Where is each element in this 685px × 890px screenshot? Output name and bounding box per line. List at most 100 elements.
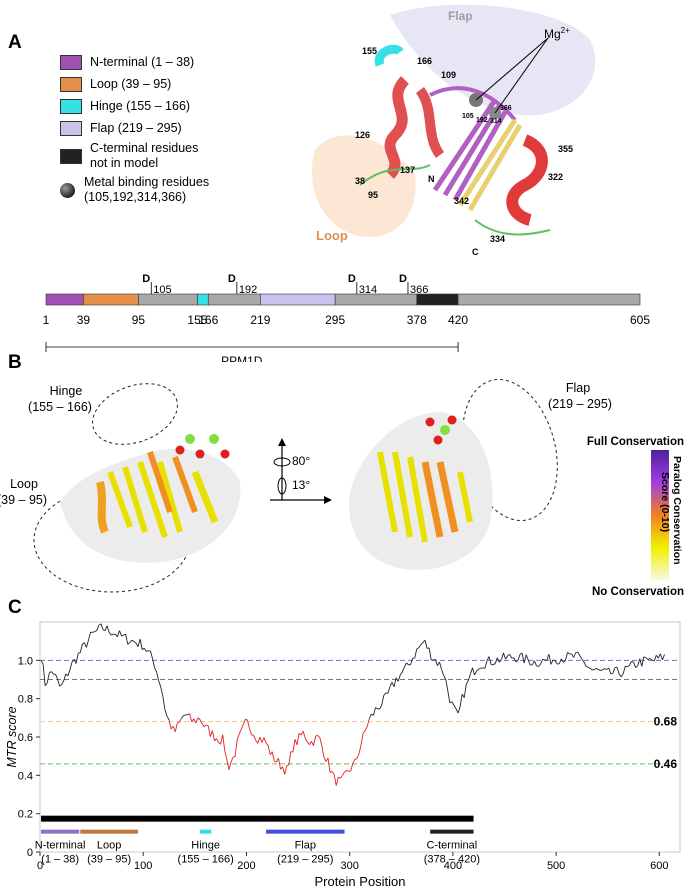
mtr-segment [498, 659, 502, 663]
rotation-icon [270, 438, 332, 504]
mtr-segment [391, 682, 395, 687]
mtr-segment [639, 658, 643, 667]
mtr-segment [618, 673, 622, 678]
mtr-segment [587, 666, 591, 669]
mtr-segment [323, 756, 327, 762]
flap-b-range: (219 – 295) [548, 397, 612, 411]
mtr-segment [96, 625, 100, 631]
mtr-segment [319, 737, 323, 746]
residue-label: 314 [490, 118, 502, 125]
mtr-segment [247, 720, 250, 729]
mtr-segment [46, 672, 50, 683]
swatch-n-terminal [60, 54, 82, 70]
mtr-segment [57, 678, 61, 687]
mtr-segment [44, 682, 48, 687]
mtr-segment [92, 631, 95, 633]
mtr-segment [368, 713, 372, 719]
domain-range: (1 – 38) [41, 854, 79, 866]
residue-label: 366 [500, 105, 512, 112]
structure-a-image: Flap Loop Mg2+ 155 166 109 105 192 314 3… [311, 4, 596, 257]
residue-label: N [428, 174, 435, 184]
mtr-segment [503, 652, 506, 660]
mtr-segment [604, 668, 607, 670]
mtr-segment [300, 730, 304, 736]
mtr-segment [164, 709, 168, 717]
mtr-segment [546, 653, 550, 661]
mtr-segment [88, 631, 92, 640]
mtr-segment [366, 718, 370, 727]
mtr-segment [340, 775, 343, 779]
mtr-segment [321, 745, 325, 757]
mtr-segment [177, 721, 180, 724]
mtr-segment [160, 686, 164, 697]
mtr-segment [655, 655, 659, 659]
mtr-segment [467, 673, 471, 681]
residue-label: 109 [441, 70, 456, 80]
mtr-segment [222, 734, 226, 751]
mtr-segment [199, 719, 203, 724]
mtr-segment [410, 658, 414, 665]
mtr-segment [245, 718, 248, 721]
mtr-segment [389, 682, 393, 687]
domain-name: N-terminal [35, 840, 86, 852]
mtr-segment [594, 668, 597, 671]
mtr-segment [211, 730, 215, 741]
mtr-segment [453, 705, 457, 709]
mtr-segment [137, 639, 141, 647]
mtr-segment [206, 724, 209, 727]
y-tick-label: 0.8 [18, 694, 33, 706]
x-tick-label: 600 [650, 860, 668, 872]
mtr-segment [403, 662, 407, 668]
flap-label: Flap [448, 9, 473, 23]
x-tick-label: 400 [444, 860, 462, 872]
residue-label: 137 [400, 165, 415, 175]
mtr-segment [73, 659, 77, 664]
domain-segment [83, 293, 139, 306]
mtr-segment [306, 741, 310, 745]
mtr-segment [358, 745, 362, 754]
mtr-segment [552, 659, 556, 662]
mtr-segment [344, 770, 347, 773]
mtr-segment [78, 652, 81, 654]
mtr-segment [257, 736, 261, 744]
mtr-segment [443, 675, 447, 680]
mtr-segment [61, 680, 65, 685]
mtr-segment [362, 730, 366, 734]
residue-label: 334 [490, 234, 505, 244]
mtr-segment [534, 660, 537, 667]
mtr-segment [133, 641, 137, 644]
mtr-segment [304, 738, 308, 743]
domain-bar-n-terminal [41, 829, 80, 834]
mtr-segment [71, 658, 75, 663]
domain-segment [260, 293, 336, 306]
legend-label: C-terminal residues [90, 141, 199, 155]
mtr-segment [659, 653, 663, 661]
mtr-segment [515, 660, 519, 663]
mtr-segment [274, 760, 277, 763]
residue-label: 322 [548, 172, 563, 182]
mtr-segment [420, 642, 424, 645]
mtr-segment [612, 667, 616, 674]
flap-b-label: Flap [566, 381, 590, 395]
mtr-segment [183, 714, 186, 717]
domain-legend: N-terminal (1 – 38) Loop (39 – 95) Hinge… [60, 51, 209, 207]
mtr-segment [294, 739, 298, 745]
y-tick-label: 0.4 [18, 770, 33, 782]
mtr-segment [439, 661, 442, 670]
marker-residue: 314 [359, 284, 377, 296]
mtr-segment [214, 738, 217, 742]
y-tick-label: 0.2 [18, 809, 33, 821]
legend-label: Flap (219 – 295) [90, 121, 182, 135]
mtr-segment [59, 684, 62, 687]
mtr-segment [156, 672, 160, 681]
mtr-segment [393, 677, 397, 687]
domain-segment [45, 293, 84, 306]
legend-loop: Loop (39 – 95) [60, 73, 209, 95]
residue-label: 342 [454, 196, 469, 206]
legend-label: Loop (39 – 95) [90, 77, 172, 91]
mtr-segment [127, 642, 131, 645]
mtr-segment [40, 660, 44, 665]
mtr-segment [296, 733, 300, 745]
residue-label: 192 [476, 117, 488, 124]
